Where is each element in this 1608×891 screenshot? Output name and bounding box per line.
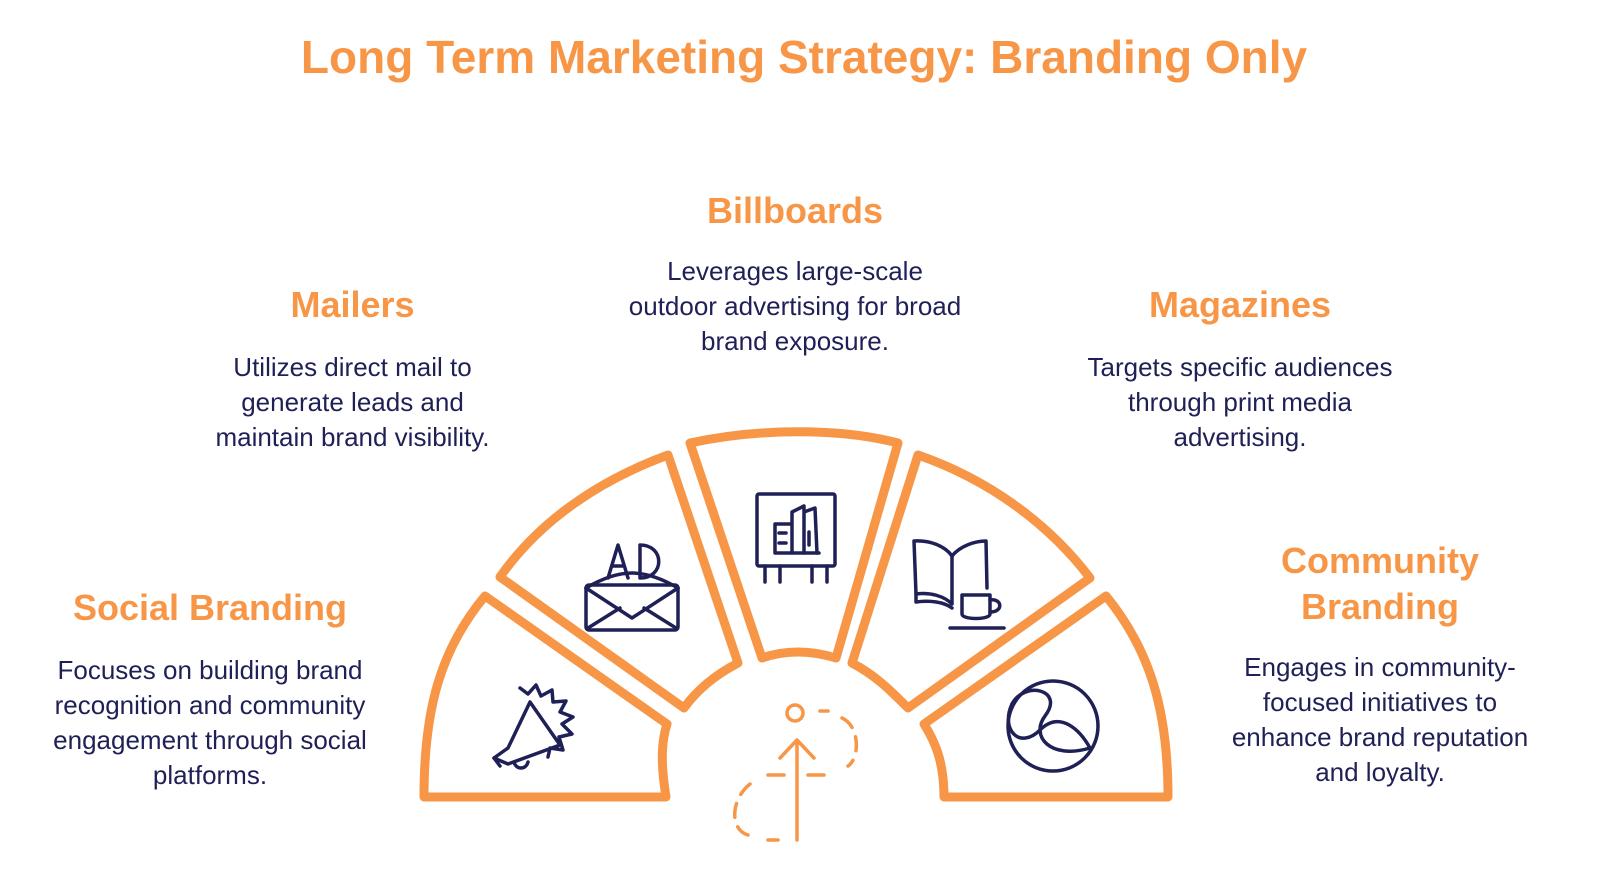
segment-community-branding[interactable]: [919, 591, 1173, 802]
heading-social-branding: Social Branding: [72, 587, 348, 628]
description-billboards: Leverages large-scale outdoor advertisin…: [628, 256, 962, 356]
block-billboards: Billboards Leverages large-scale outdoor…: [620, 188, 970, 359]
ad-mail-envelope-icon: [584, 543, 680, 632]
community-swirl-icon: [1006, 679, 1100, 773]
heading-mailers: Mailers: [290, 284, 415, 325]
segment-billboards[interactable]: [685, 427, 903, 663]
description-community-branding: Engages in community-focused initiatives…: [1231, 652, 1529, 787]
megaphone-icon: [492, 683, 575, 770]
upward-arrow-growth-icon: [733, 703, 859, 842]
description-magazines: Targets specific audiences through print…: [1087, 352, 1393, 452]
heading-community-branding: Community Branding: [1281, 540, 1479, 627]
page-title: Long Term Marketing Strategy: Branding O…: [300, 31, 1308, 83]
segment-magazines[interactable]: [847, 450, 1095, 713]
block-social-branding: Social Branding Focuses on building bran…: [20, 585, 400, 793]
block-mailers: Mailers Utilizes direct mail to generate…: [190, 282, 515, 455]
heading-magazines: Magazines: [1148, 284, 1332, 325]
description-mailers: Utilizes direct mail to generate leads a…: [215, 352, 490, 452]
description-social-branding: Focuses on building brand recognition an…: [53, 655, 367, 790]
segment-mailers[interactable]: [495, 450, 743, 713]
block-community-branding: Community Branding Engages in community-…: [1215, 538, 1545, 790]
segment-social-branding[interactable]: [419, 591, 672, 802]
magazine-coffee-icon: [912, 539, 1006, 630]
heading-billboards: Billboards: [706, 190, 884, 231]
block-magazines: Magazines Targets specific audiences thr…: [1075, 282, 1405, 455]
billboard-icon: [755, 492, 837, 584]
